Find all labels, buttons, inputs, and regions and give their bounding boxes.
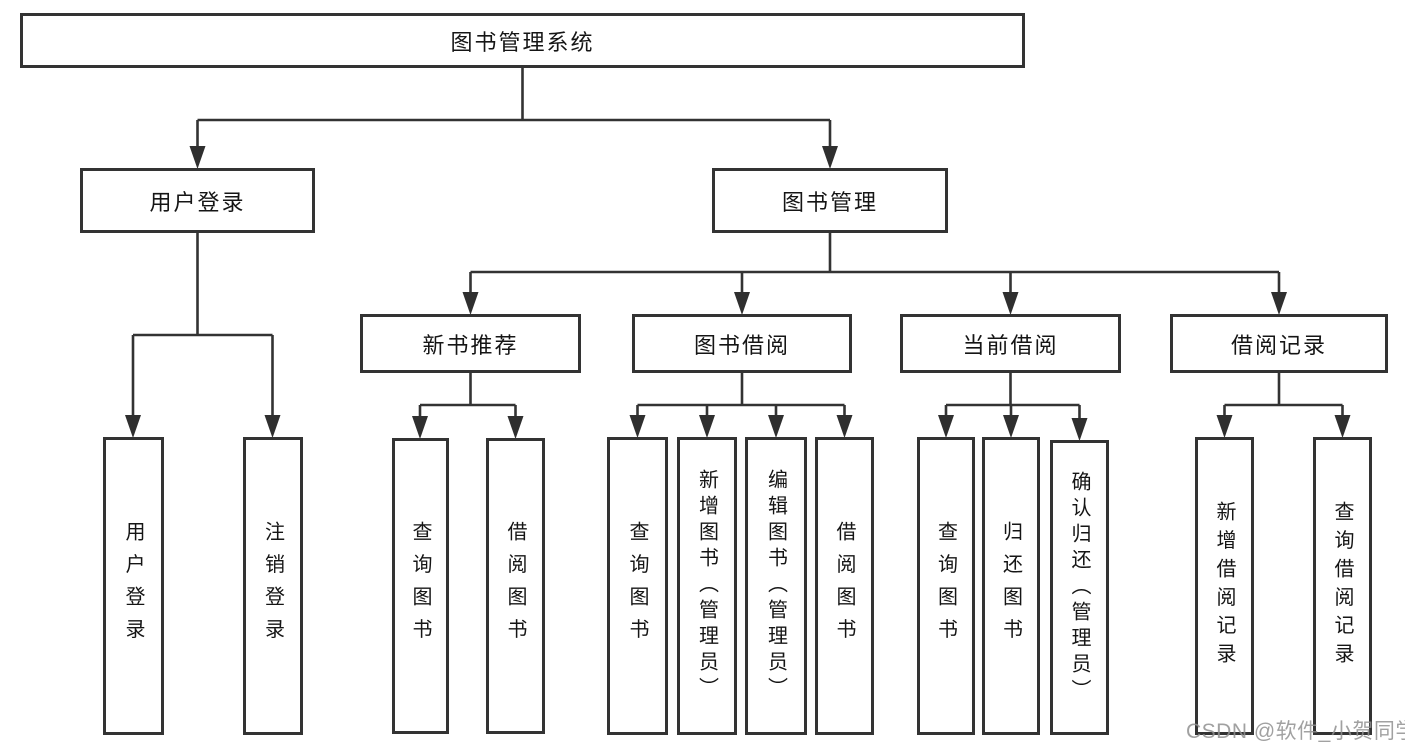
leaf-add-books-admin: 新增图书（管理员） — [677, 437, 737, 735]
leaf-return-books: 归还图书 — [982, 437, 1040, 735]
leaf-query-books-borrow: 查询图书 — [607, 437, 668, 735]
node-label: 图书管理 — [781, 189, 878, 215]
node-root-system: 图书管理系统 — [20, 13, 1025, 68]
arrowhead — [1216, 415, 1233, 438]
node-label: 图书管理系统 — [450, 29, 595, 55]
arrowhead — [1271, 292, 1287, 315]
leaf-confirm-return-admin: 确认归还（管理员） — [1050, 440, 1109, 735]
arrowhead — [629, 415, 646, 438]
arrowhead — [734, 292, 750, 315]
connector-path — [636, 373, 846, 421]
connector-book-borrow-to-leaves — [629, 373, 853, 438]
connector-path — [196, 67, 832, 152]
arrowhead — [264, 415, 281, 438]
leaf-add-borrow-record: 新增借阅记录 — [1195, 437, 1254, 735]
node-label: 确认归还（管理员） — [1068, 470, 1090, 705]
arrowhead — [412, 416, 428, 439]
connector-path — [944, 373, 1081, 424]
node-label: 查询图书 — [626, 521, 648, 651]
connector-path — [1223, 373, 1344, 421]
arrowhead — [1002, 292, 1019, 315]
node-label: 新增借阅记录 — [1213, 500, 1235, 672]
node-borrow-records: 借阅记录 — [1170, 314, 1388, 373]
leaf-logout: 注销登录 — [243, 437, 303, 735]
arrowhead — [768, 415, 784, 438]
connector-borrow-records-to-leaves — [1216, 373, 1351, 438]
arrowhead — [125, 415, 141, 438]
node-label: 新书推荐 — [422, 332, 519, 358]
connector-current-borrow-to-leaves — [938, 373, 1088, 441]
arrowhead — [189, 146, 206, 169]
arrowhead — [822, 146, 838, 169]
arrowhead — [462, 292, 479, 315]
arrowhead — [938, 415, 954, 438]
node-user-login: 用户登录 — [80, 168, 315, 233]
leaf-query-books-recommend: 查询图书 — [392, 438, 449, 734]
node-book-management: 图书管理 — [712, 168, 948, 233]
leaf-borrow-books-recommend: 借阅图书 — [486, 438, 545, 734]
leaf-user-login: 用户登录 — [103, 437, 164, 735]
node-label: 归还图书 — [999, 521, 1022, 651]
node-label: 用户登录 — [149, 189, 246, 215]
connector-user-login-to-leaves — [125, 233, 281, 438]
node-label: 查询借阅记录 — [1331, 500, 1353, 672]
node-label: 注销登录 — [261, 521, 284, 651]
arrowhead — [836, 415, 853, 438]
arrowhead — [1003, 415, 1019, 438]
connector-new-book-recommend-to-leaves — [412, 373, 524, 439]
connector-root-to-level2 — [189, 67, 838, 169]
node-label: 新增图书（管理员） — [695, 469, 718, 703]
node-label: 查询图书 — [934, 521, 957, 651]
leaf-query-books-current: 查询图书 — [917, 437, 975, 735]
connector-path — [469, 233, 1281, 298]
node-label: 图书借阅 — [693, 332, 790, 358]
node-current-borrow: 当前借阅 — [900, 314, 1121, 373]
node-new-book-recommend: 新书推荐 — [360, 314, 581, 373]
arrowhead — [507, 416, 524, 439]
node-label: 查询图书 — [409, 521, 431, 651]
node-label: 用户登录 — [122, 521, 144, 651]
node-label: 当前借阅 — [962, 332, 1059, 358]
node-label: 借阅图书 — [833, 521, 855, 651]
node-book-borrow: 图书借阅 — [632, 314, 852, 373]
connector-path — [418, 373, 517, 422]
leaf-borrow-books: 借阅图书 — [815, 437, 874, 735]
node-label: 借阅图书 — [504, 521, 526, 651]
leaf-edit-books-admin: 编辑图书（管理员） — [745, 437, 807, 735]
arrowhead — [699, 415, 715, 438]
connector-book-management-to-level3 — [462, 233, 1287, 315]
arrowhead — [1334, 415, 1351, 438]
watermark-text: CSDN @软件_小贺同学 — [1186, 720, 1405, 743]
connector-path — [131, 233, 274, 421]
leaf-query-borrow-record: 查询借阅记录 — [1313, 437, 1372, 735]
node-label: 借阅记录 — [1230, 332, 1327, 358]
arrowhead — [1071, 418, 1088, 441]
node-label: 编辑图书（管理员） — [764, 469, 787, 703]
